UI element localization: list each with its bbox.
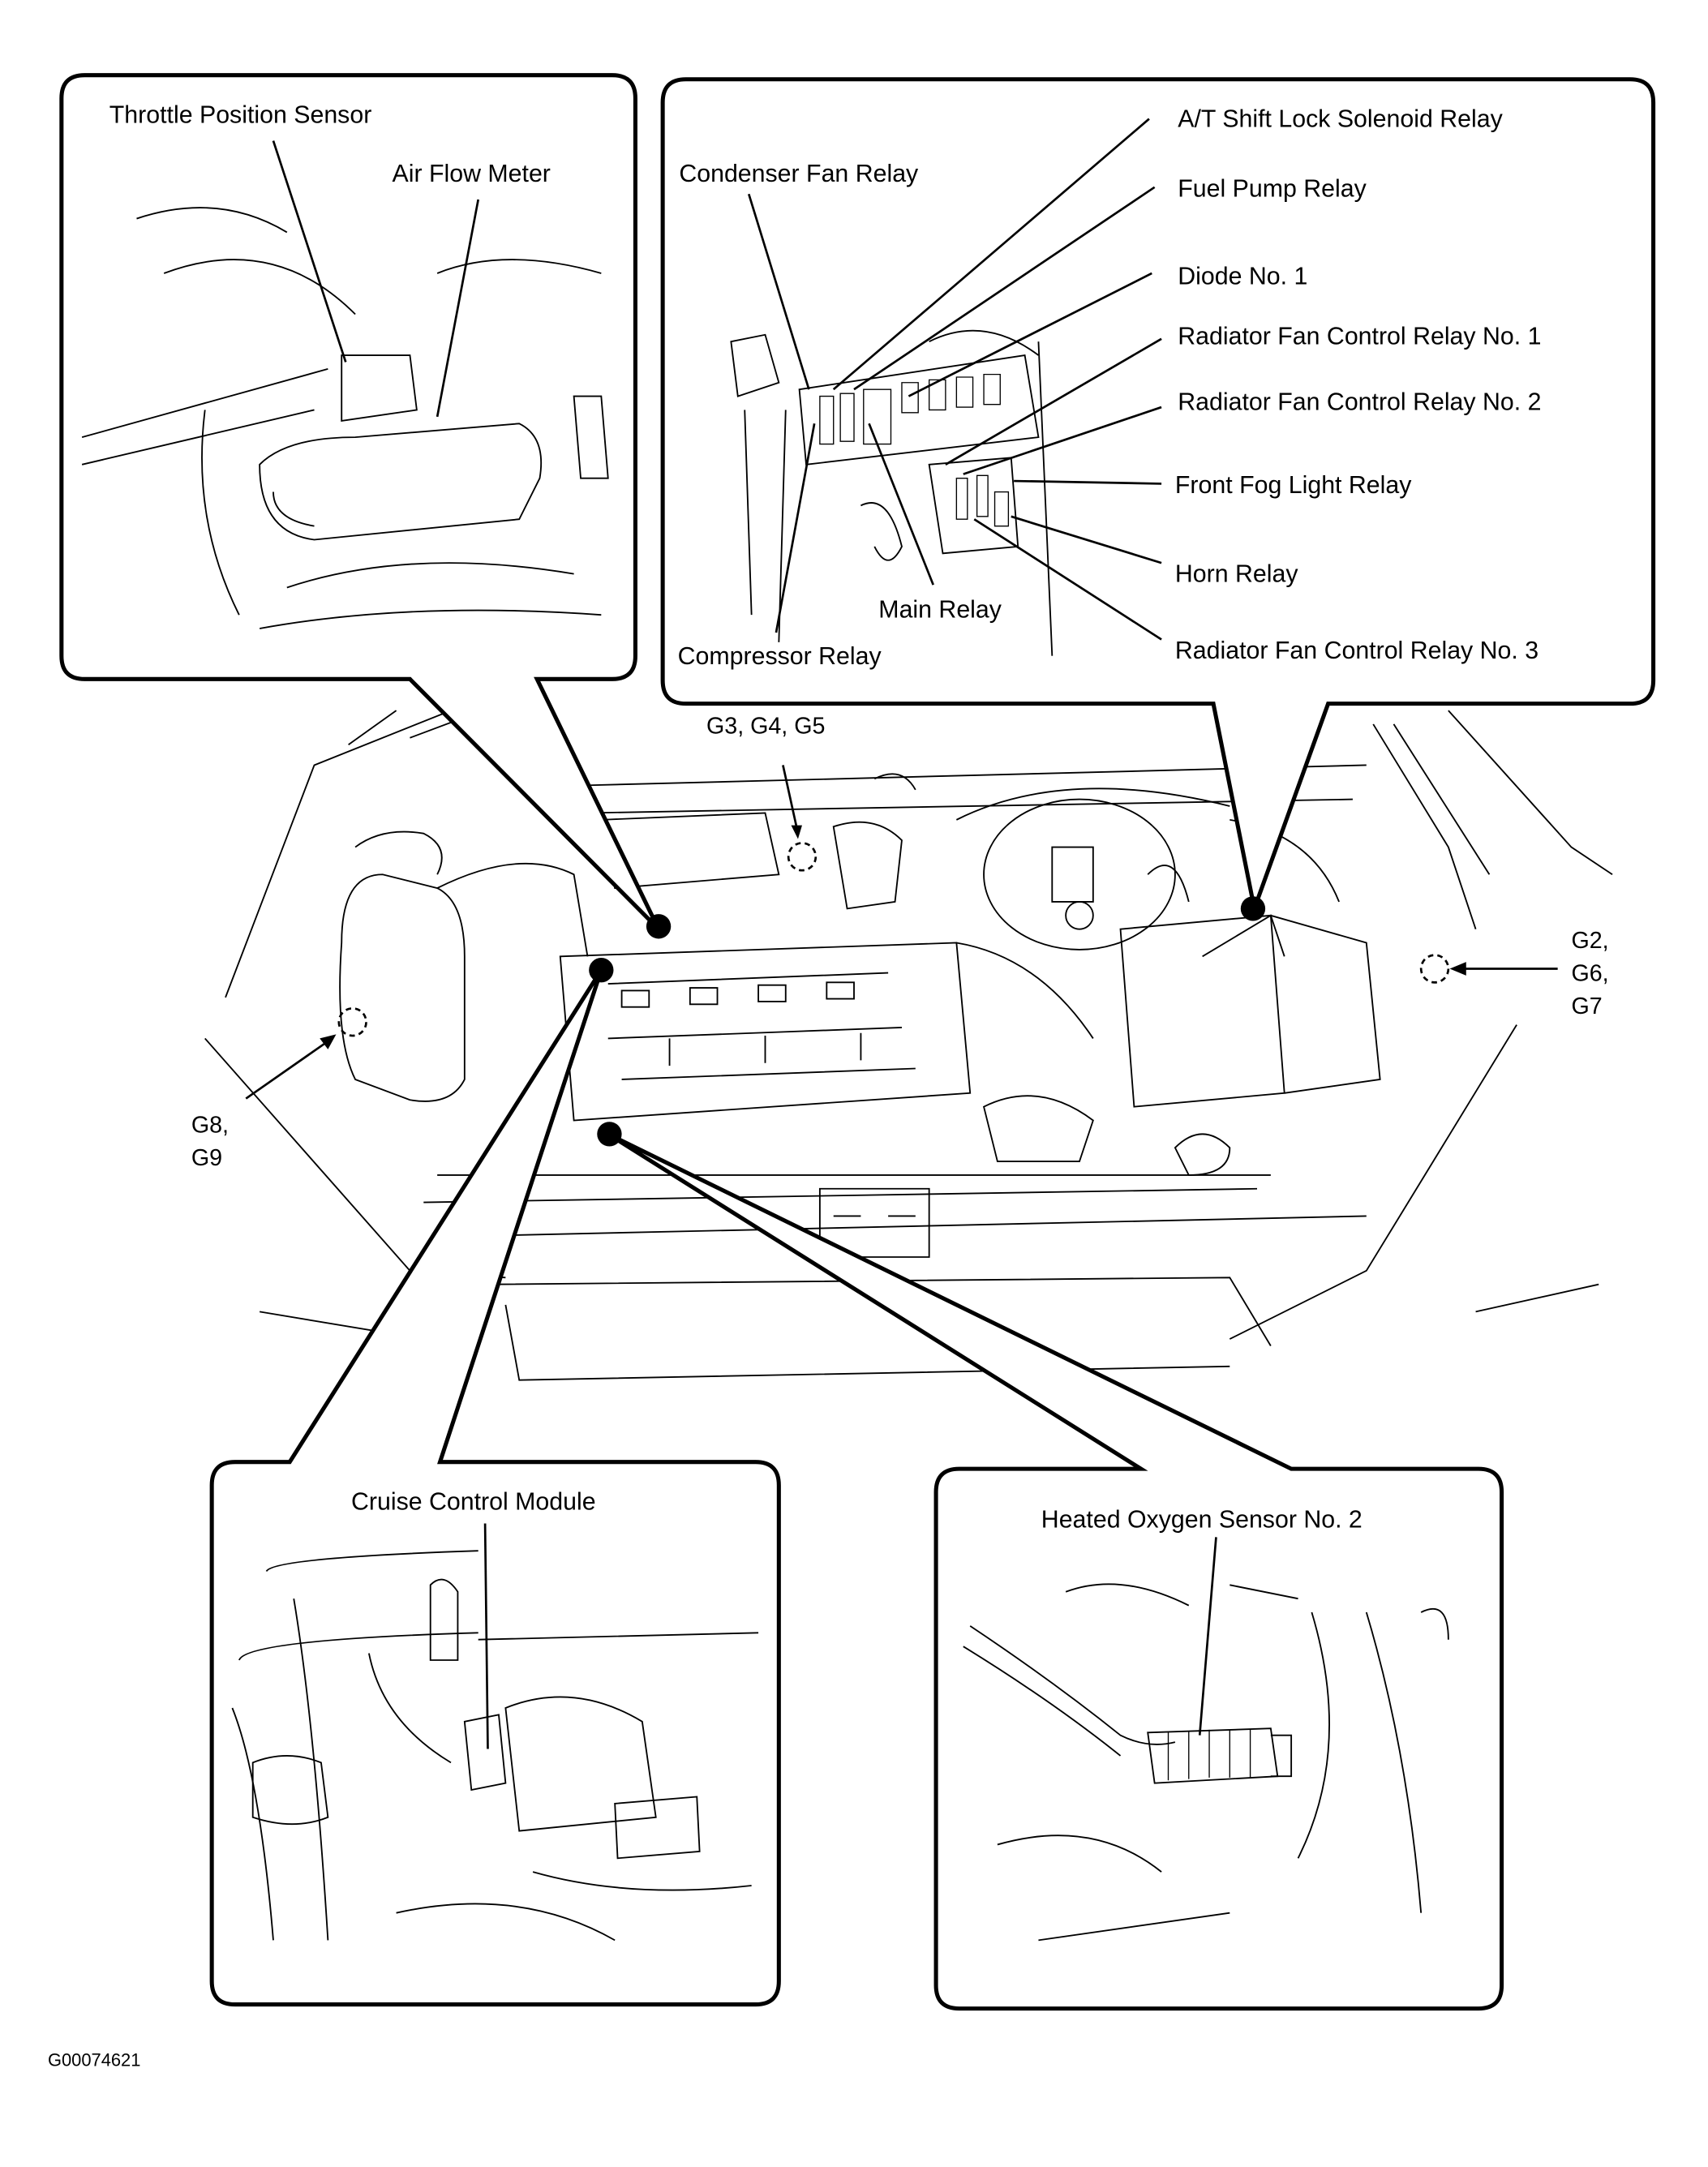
label-throttle-position-sensor: Throttle Position Sensor	[109, 102, 372, 129]
label-at-shift-lock-solenoid-relay: A/T Shift Lock Solenoid Relay	[1178, 106, 1503, 133]
location-dot-relay-box	[1240, 896, 1266, 921]
leader-heated-oxygen-sensor	[1198, 1537, 1217, 1736]
label-radiator-fan-control-relay-2: Radiator Fan Control Relay No. 2	[1178, 388, 1541, 415]
engine-bay-illustration	[204, 710, 1613, 1381]
label-horn-relay: Horn Relay	[1175, 561, 1298, 588]
label-heated-oxygen-sensor-no2: Heated Oxygen Sensor No. 2	[1041, 1507, 1363, 1534]
callout-oxygen-sensor: Heated Oxygen Sensor No. 2	[607, 1132, 1504, 2011]
location-dot-throttle	[646, 914, 672, 939]
label-cruise-control-module: Cruise Control Module	[351, 1489, 596, 1516]
leader-at-shift-lock	[832, 118, 1150, 391]
ground-marker	[337, 1007, 367, 1037]
leader-cruise-control-module	[483, 1523, 489, 1749]
leader-horn-relay	[1011, 515, 1162, 564]
leader-throttle-position-sensor	[272, 140, 347, 363]
location-dot-cruise-control	[589, 958, 614, 983]
figure-id: G00074621	[48, 2049, 140, 2070]
label-diode-no1: Diode No. 1	[1178, 263, 1307, 290]
label-g2: G2,	[1572, 928, 1609, 954]
leader-rad-fan-relay-1	[945, 337, 1162, 466]
relay-box-sketch	[730, 329, 1054, 656]
leader-rad-fan-relay-3	[973, 518, 1162, 641]
ground-marker	[787, 842, 818, 872]
arrow-head-icon	[791, 825, 802, 839]
label-front-fog-light-relay: Front Fog Light Relay	[1175, 472, 1412, 499]
callout-throttle-airflow: Throttle Position Sensor Air Flow Meter	[59, 73, 661, 931]
callout-cruise-control: Cruise Control Module	[209, 968, 781, 2007]
label-compressor-relay: Compressor Relay	[678, 643, 882, 670]
cruise-control-sketch	[231, 1550, 759, 1942]
label-g7: G7	[1572, 993, 1603, 1019]
label-g3-g4-g5: G3, G4, G5	[706, 714, 825, 740]
leader-air-flow-meter	[436, 199, 480, 418]
ground-point-g8-g9: G8, G9	[191, 1007, 367, 1171]
label-g6: G6,	[1572, 961, 1609, 987]
leader-main-relay	[868, 423, 934, 586]
ground-point-g2-g6-g7: G2, G6, G7	[1419, 928, 1609, 1019]
arrow-head-icon	[1449, 962, 1466, 976]
label-air-flow-meter: Air Flow Meter	[393, 161, 551, 187]
leader-front-fog-light-relay	[1014, 479, 1162, 485]
label-radiator-fan-control-relay-3: Radiator Fan Control Relay No. 3	[1175, 637, 1538, 664]
label-condenser-fan-relay: Condenser Fan Relay	[679, 161, 919, 187]
throttle-airflow-sketch	[81, 207, 609, 629]
location-dot-oxygen-sensor	[597, 1122, 622, 1147]
leader-diode-no1	[908, 272, 1152, 397]
callout-relay-box: A/T Shift Lock Solenoid Relay Condenser …	[660, 77, 1656, 916]
arrow-head-icon	[320, 1034, 337, 1049]
oxygen-sensor-sketch	[963, 1583, 1449, 1942]
leader-rad-fan-relay-2	[963, 406, 1162, 475]
label-main-relay: Main Relay	[878, 597, 1002, 624]
label-g8: G8,	[191, 1113, 229, 1139]
leader-fuel-pump-relay	[853, 186, 1156, 391]
leader-compressor-relay	[775, 423, 816, 633]
label-fuel-pump-relay: Fuel Pump Relay	[1178, 176, 1367, 203]
leader-condenser-fan-relay	[747, 193, 810, 390]
ground-marker	[1419, 954, 1450, 984]
label-g9: G9	[191, 1145, 222, 1171]
label-radiator-fan-control-relay-1: Radiator Fan Control Relay No. 1	[1178, 324, 1541, 350]
ground-point-g3-g4-g5: G3, G4, G5	[706, 714, 825, 872]
